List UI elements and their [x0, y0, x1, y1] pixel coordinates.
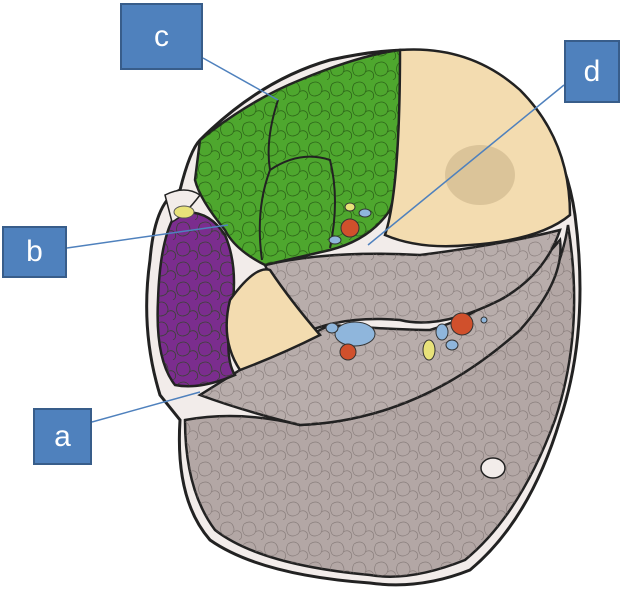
label-b: b: [2, 226, 67, 278]
posterior-tibial-vessels: [422, 312, 488, 361]
pointer-line-a: [91, 391, 201, 423]
anterior-tibial-vessels: [328, 202, 372, 245]
peroneal-vessels: [325, 321, 376, 361]
pointer-line-c: [202, 57, 279, 101]
pointer-line-d: [367, 84, 565, 246]
pointer-line-b: [66, 224, 229, 249]
label-d: d: [564, 40, 620, 103]
fibula-bone: [225, 268, 322, 372]
label-c: c: [120, 3, 203, 70]
label-a: a: [33, 408, 92, 465]
